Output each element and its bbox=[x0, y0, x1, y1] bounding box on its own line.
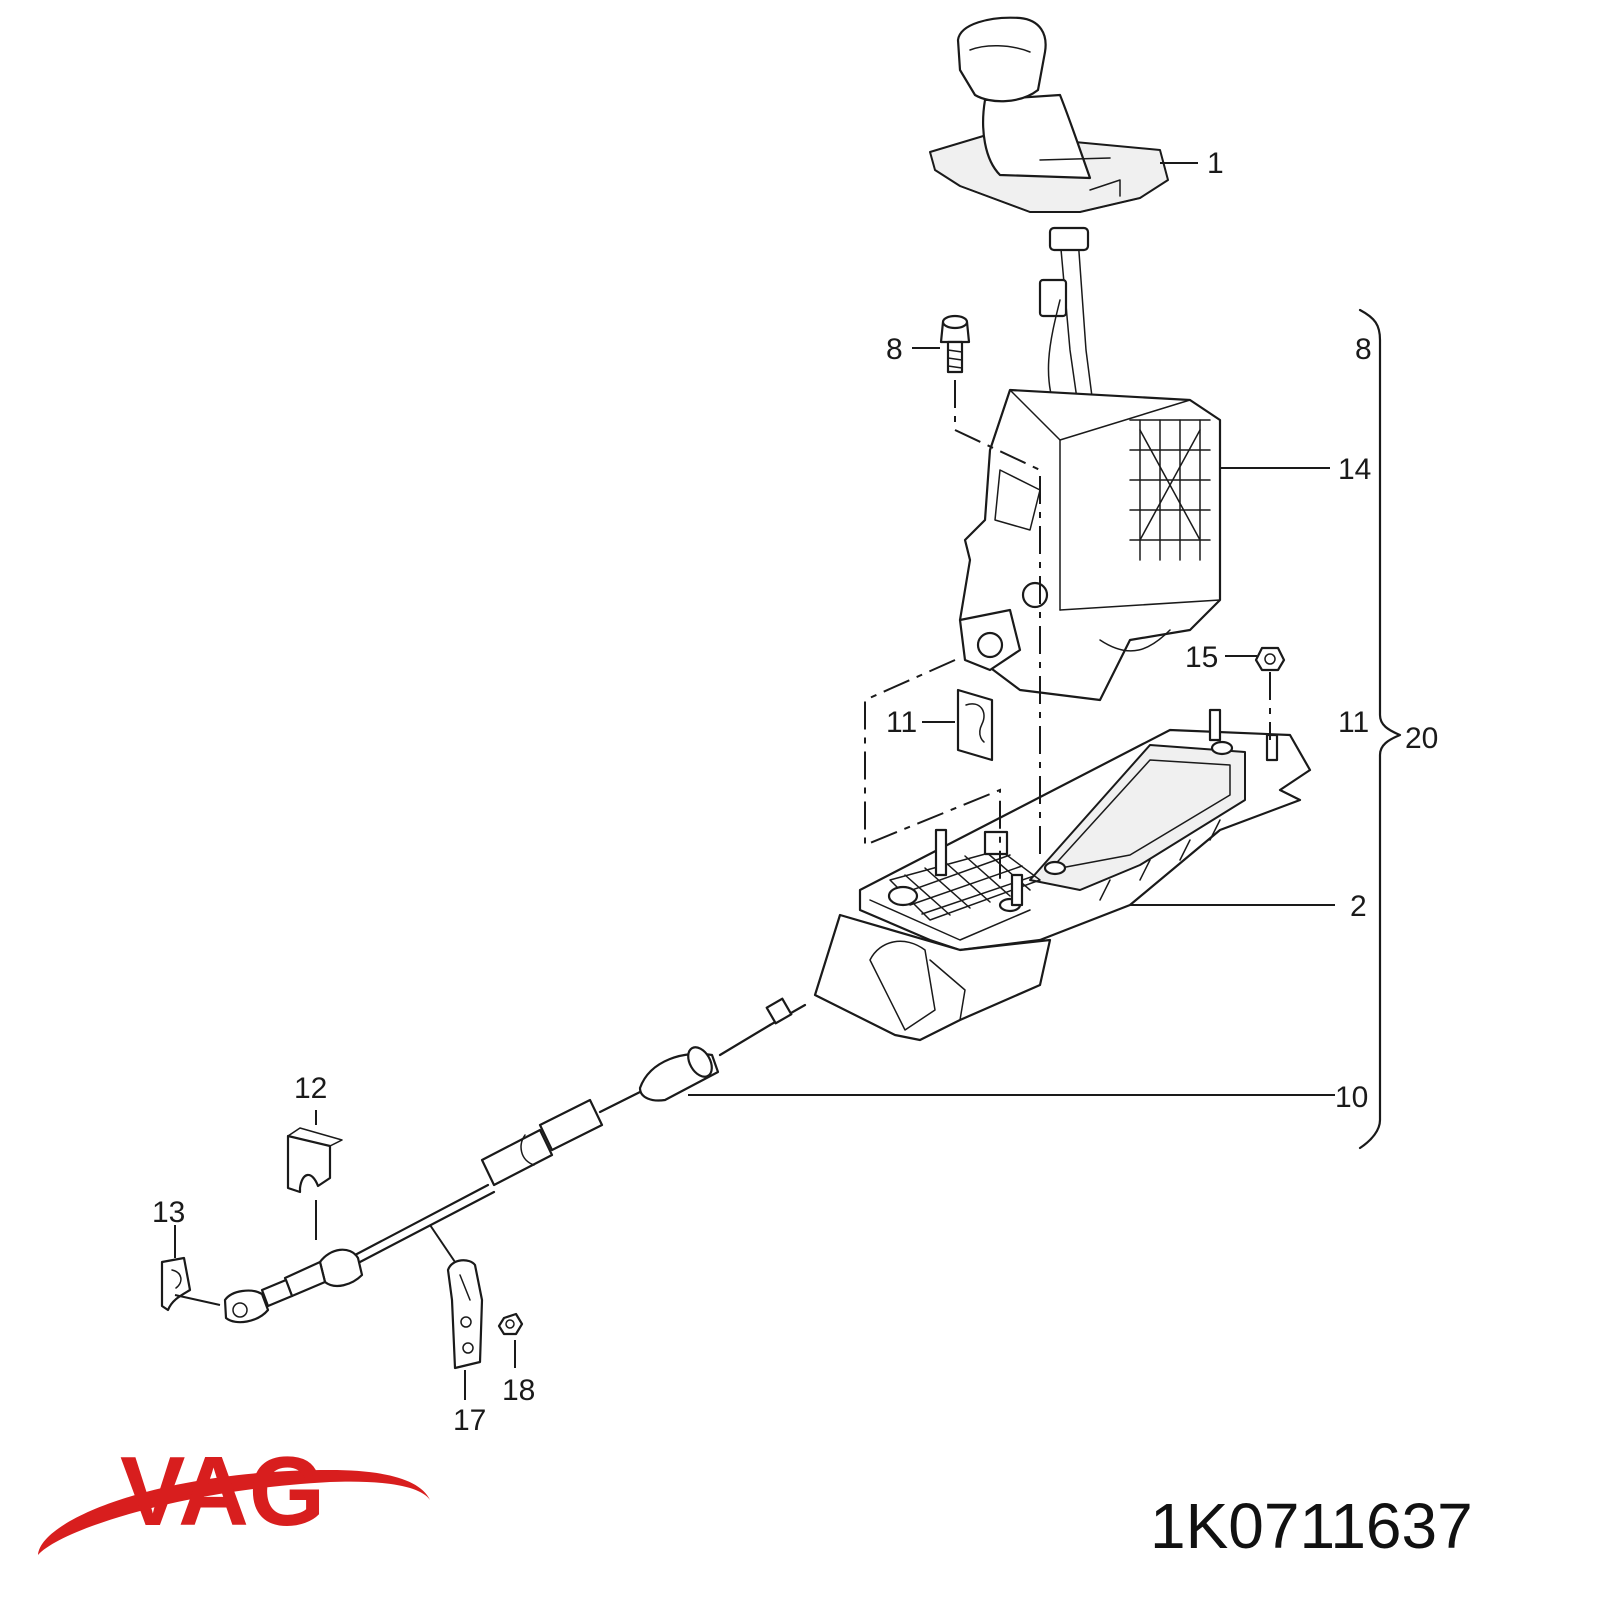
callout-10: 10 bbox=[1335, 1081, 1368, 1114]
callout-20: 20 bbox=[1405, 722, 1438, 755]
hex-nut[interactable] bbox=[1254, 646, 1286, 672]
gear-knob-with-trim-cover[interactable] bbox=[929, 16, 1169, 213]
hex-socket-bolt[interactable] bbox=[939, 314, 971, 374]
callout-8-right: 8 bbox=[1355, 333, 1372, 366]
callout-13: 13 bbox=[152, 1196, 185, 1229]
callout-17: 17 bbox=[453, 1404, 486, 1437]
kit-bracket-brace bbox=[1358, 308, 1402, 1150]
vag-logo: VAG bbox=[38, 1436, 430, 1555]
vag-logo-swoosh bbox=[38, 1470, 430, 1555]
callout-15: 15 bbox=[1185, 641, 1218, 674]
console-base-tray[interactable] bbox=[813, 708, 1312, 1042]
callout-1: 1 bbox=[1207, 147, 1224, 180]
clip-13[interactable] bbox=[160, 1256, 192, 1312]
gear-selector-mechanism-housing[interactable] bbox=[958, 226, 1222, 702]
callout-11-right: 11 bbox=[1338, 706, 1369, 739]
assembly-dash-lines bbox=[864, 380, 1271, 880]
callout-leader-lines bbox=[174, 162, 1335, 1400]
callout-12: 12 bbox=[294, 1072, 327, 1105]
retaining-clip[interactable] bbox=[956, 688, 994, 762]
callout-2: 2 bbox=[1350, 890, 1367, 923]
callout-8-left: 8 bbox=[886, 333, 903, 366]
cable-retaining-clip-12[interactable] bbox=[286, 1127, 343, 1194]
bracket-nut[interactable] bbox=[497, 1312, 524, 1336]
selector-cable[interactable] bbox=[223, 997, 807, 1324]
callout-11-left: 11 bbox=[886, 706, 917, 739]
callout-18: 18 bbox=[502, 1374, 535, 1407]
part-number: 1K0711637 bbox=[1150, 1490, 1473, 1562]
vag-logo-text: VAG bbox=[120, 1436, 325, 1546]
cable-mounting-bracket[interactable] bbox=[446, 1259, 484, 1370]
callout-14: 14 bbox=[1338, 453, 1371, 486]
